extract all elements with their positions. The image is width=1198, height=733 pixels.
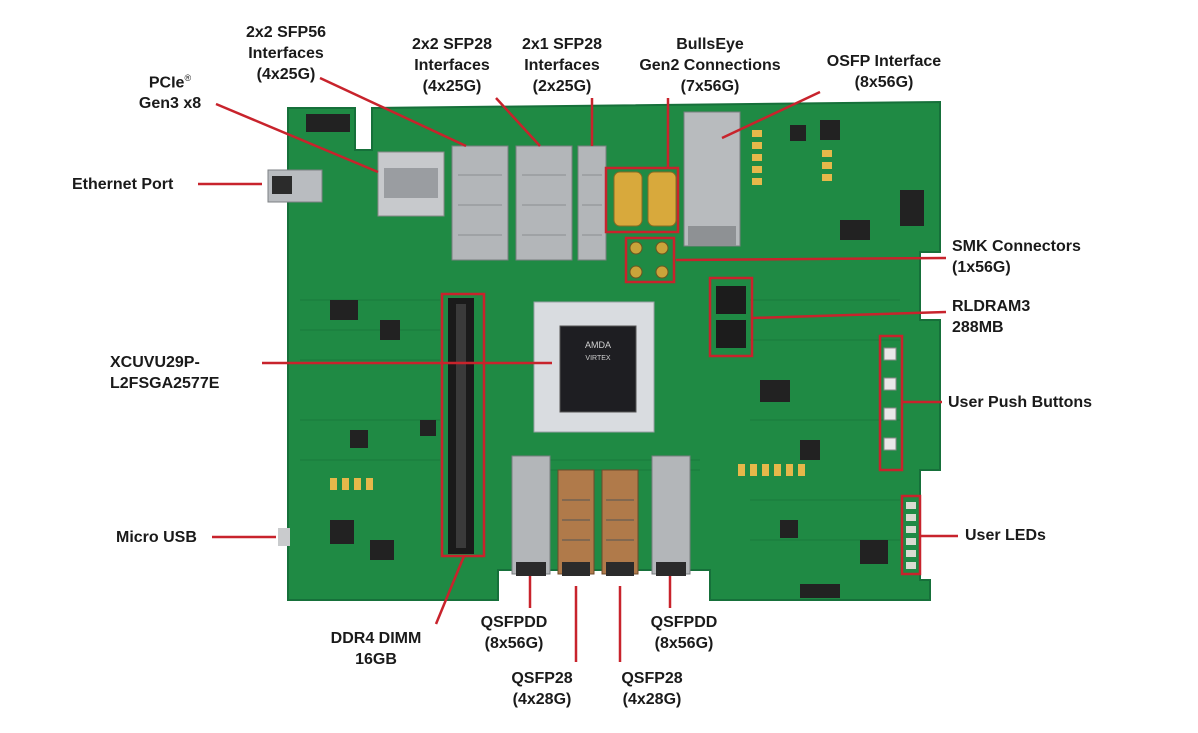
jtag-header: [306, 114, 350, 132]
label-fpga: XCUVU29P- L2FSGA2577E: [110, 354, 220, 392]
label-bullseye: BullsEye Gen2 Connections (7x56G): [639, 36, 781, 95]
push-buttons: [883, 347, 897, 451]
label-user-leds: User LEDs: [965, 527, 1046, 544]
leader-rldram: [751, 310, 947, 320]
yellow-capacitors: [330, 130, 832, 490]
smk-highlight: [624, 236, 676, 284]
ethernet-jack: [272, 176, 292, 194]
smd-components: [330, 120, 924, 564]
label-qsfpdd-left: QSFPDD (8x56G): [480, 614, 548, 652]
label-qsfp28-right: QSFP28 (4x28G): [621, 670, 683, 708]
label-pcie: PCIe® Gen3 x8: [138, 73, 202, 113]
leader-pcie: [215, 102, 379, 174]
cage-vents: [458, 174, 602, 236]
bullseye-highlight: [604, 166, 680, 234]
sfp28-2x2-cage: [515, 145, 573, 261]
leader-ddr4: [434, 555, 466, 625]
leader-osfp: [721, 90, 821, 140]
osfp-cage-front: [688, 226, 736, 246]
label-ddr4: DDR4 DIMM 16GB: [330, 630, 422, 668]
bullseye-left: [613, 171, 643, 227]
bottom-header: [800, 584, 840, 598]
label-micro-usb: Micro USB: [116, 529, 197, 546]
rldram-chip-top: [716, 286, 746, 314]
leader-lines: [198, 76, 958, 662]
label-qsfp28-left: QSFP28 (4x28G): [511, 670, 573, 708]
label-osfp: OSFP Interface (8x56G): [826, 53, 942, 91]
qsfp-ribs: [562, 499, 634, 541]
qsfp28-left-port: [562, 562, 590, 576]
leader-sfp56: [319, 76, 467, 148]
label-qsfpdd-right: QSFPDD (8x56G): [650, 614, 718, 652]
smk-connectors: [629, 241, 669, 279]
qsfp28-right-cage: [601, 469, 639, 575]
qsfpdd-left-port: [516, 562, 546, 576]
label-sfp28-2x2: 2x2 SFP28 Interfaces (4x25G): [411, 36, 493, 95]
label-ethernet: Ethernet Port: [72, 176, 174, 193]
pcie-connector-slot: [384, 168, 438, 198]
micro-usb-port: [278, 528, 290, 546]
leader-smk: [675, 256, 947, 262]
bullseye-right: [647, 171, 677, 227]
qsfpdd-right-cage: [651, 455, 691, 575]
osfp-cage: [683, 111, 741, 247]
label-push-buttons: User Push Buttons: [948, 394, 1093, 411]
leader-sfp28-2x2: [495, 97, 541, 147]
label-rldram: RLDRAM3 288MB: [952, 298, 1031, 336]
label-smk: SMK Connectors (1x56G): [952, 238, 1081, 276]
fpga-brand: AMDA: [585, 340, 611, 350]
user-leds: [906, 502, 916, 569]
label-sfp56: 2x2 SFP56 Interfaces (4x25G): [245, 24, 327, 83]
sfp56-cage: [451, 145, 509, 261]
rldram-chip-bottom: [716, 320, 746, 348]
ddr4-slot-inner: [456, 304, 466, 548]
qsfpdd-right-port: [656, 562, 686, 576]
sfp28-2x1-cage: [577, 145, 607, 261]
qsfpdd-left-cage: [511, 455, 551, 575]
fpga-package: [559, 325, 637, 413]
fpga-model: VIRTEX: [585, 355, 610, 362]
qsfp28-left-cage: [557, 469, 595, 575]
qsfp28-right-port: [606, 562, 634, 576]
label-sfp28-2x1: 2x1 SFP28 Interfaces (2x25G): [521, 36, 603, 95]
